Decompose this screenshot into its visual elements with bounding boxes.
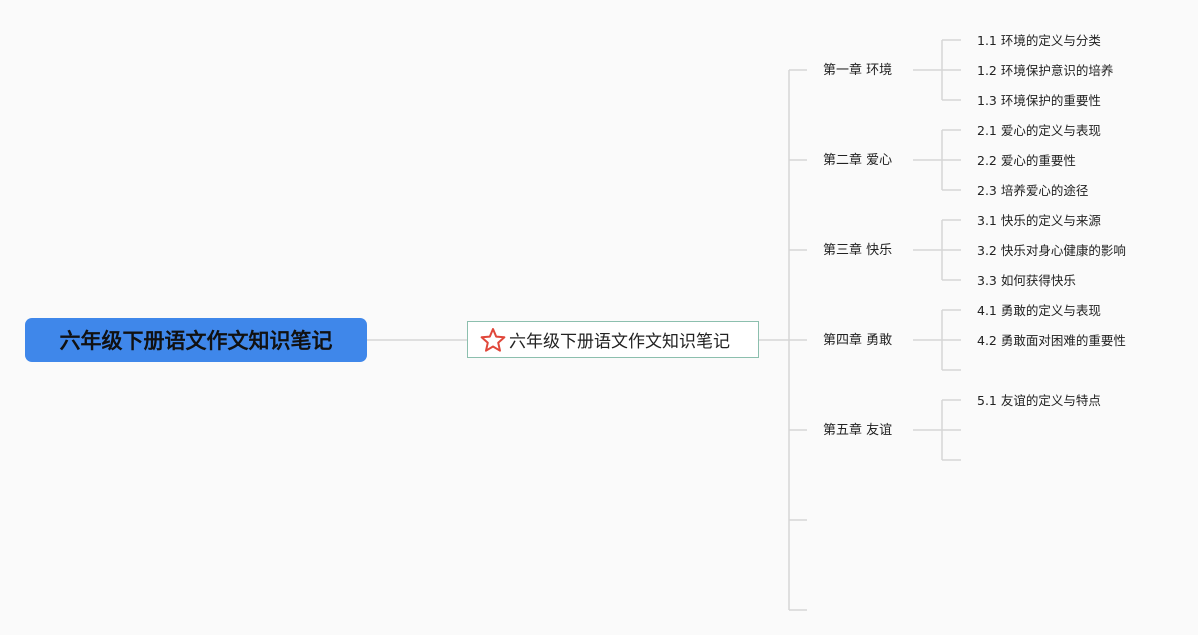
chapter-4[interactable]: 第四章 勇敢 bbox=[823, 333, 893, 348]
section-1-1[interactable]: 1.1 环境的定义与分类 bbox=[977, 33, 1101, 48]
section-1-2[interactable]: 1.2 环境保护意识的培养 bbox=[977, 63, 1114, 78]
chapter-2[interactable]: 第二章 爱心 bbox=[823, 153, 893, 168]
section-1-3[interactable]: 1.3 环境保护的重要性 bbox=[977, 93, 1101, 108]
star-icon bbox=[480, 327, 506, 352]
section-2-2[interactable]: 2.2 爱心的重要性 bbox=[977, 153, 1076, 168]
section-3-2[interactable]: 3.2 快乐对身心健康的影响 bbox=[977, 243, 1126, 258]
main-topic[interactable]: 六年级下册语文作文知识笔记 bbox=[467, 321, 759, 358]
section-4-1[interactable]: 4.1 勇敢的定义与表现 bbox=[977, 303, 1101, 318]
root-topic[interactable]: 六年级下册语文作文知识笔记 bbox=[25, 318, 367, 362]
chapter-5[interactable]: 第五章 友谊 bbox=[823, 423, 893, 438]
chapter-3[interactable]: 第三章 快乐 bbox=[823, 243, 893, 258]
section-2-3[interactable]: 2.3 培养爱心的途径 bbox=[977, 183, 1089, 198]
section-4-2[interactable]: 4.2 勇敢面对困难的重要性 bbox=[977, 333, 1126, 348]
section-2-1[interactable]: 2.1 爱心的定义与表现 bbox=[977, 123, 1101, 138]
section-3-1[interactable]: 3.1 快乐的定义与来源 bbox=[977, 213, 1101, 228]
root-topic-label: 六年级下册语文作文知识笔记 bbox=[59, 329, 333, 353]
section-3-3[interactable]: 3.3 如何获得快乐 bbox=[977, 273, 1076, 288]
section-5-1[interactable]: 5.1 友谊的定义与特点 bbox=[977, 393, 1101, 408]
main-topic-label: 六年级下册语文作文知识笔记 bbox=[509, 332, 730, 352]
chapter-1[interactable]: 第一章 环境 bbox=[823, 63, 893, 78]
